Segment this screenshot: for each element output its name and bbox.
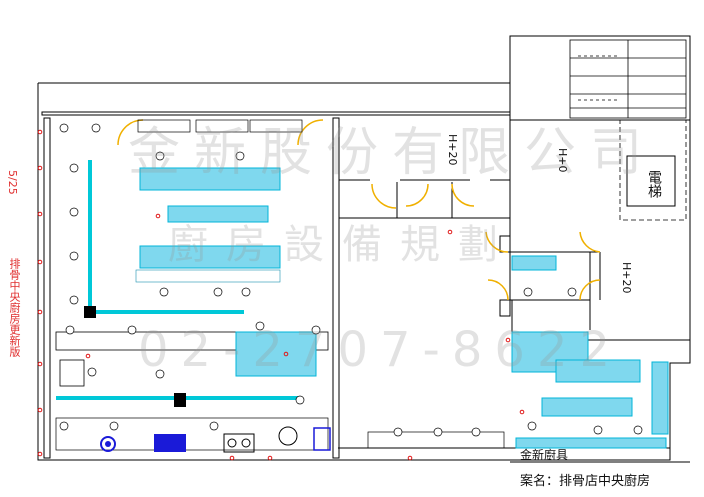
appliances [100,426,331,453]
interior-walls [332,36,690,459]
height-label-b: H+0 [556,148,569,173]
brand-footer: 金新廚具 [520,448,569,462]
fixture-circles [59,123,643,437]
elevator-box [626,155,676,207]
elevator-shaft [619,119,687,221]
kitchen-equipment-right [511,255,669,449]
kitchen-equipment-left [55,167,329,387]
electrical-outlets [37,129,525,461]
date-note: 5/25 [6,170,19,195]
staircase [569,39,687,119]
revision-note: 排骨中央廚房更新版 [8,258,21,357]
door-swings [117,119,601,301]
pipe-joints [84,306,186,407]
height-label-a: H+20 [446,134,459,166]
counters [55,119,505,451]
height-label-c: H+20 [620,262,633,294]
case-name: 案名：排骨店中央廚房 [520,474,651,489]
elevator-label: 電梯 [646,170,662,198]
